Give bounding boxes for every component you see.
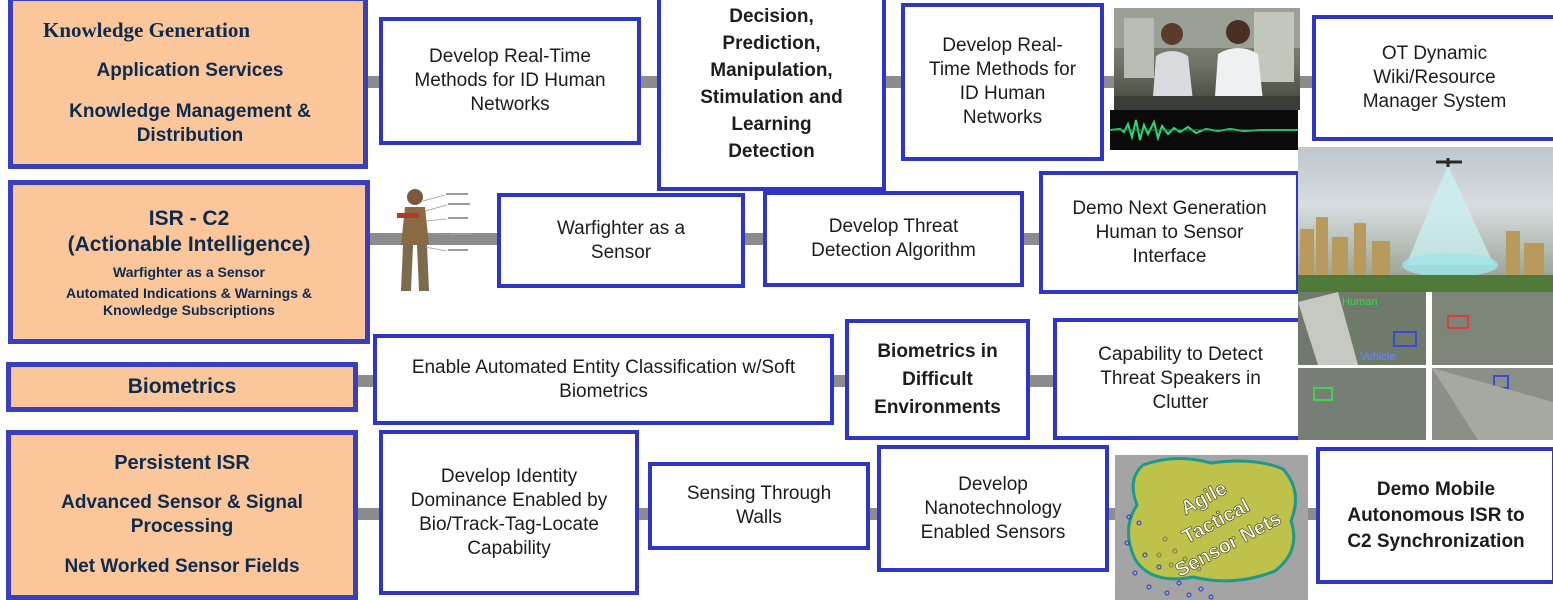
category-line: Application Services — [96, 60, 284, 81]
category-isr-c2: ISR - C2 (Actionable Intelligence) Warfi… — [8, 180, 370, 344]
category-line: Warfighter as a Sensor — [113, 263, 265, 280]
task-box: Warfighter as a Sensor — [497, 193, 745, 288]
category-persistent-isr: Persistent ISR Advanced Sensor & Signal … — [6, 430, 358, 600]
task-box: Demo Next Generation Human to Sensor Int… — [1039, 171, 1300, 294]
city-surveillance-image — [1298, 147, 1553, 292]
audio-waveform — [1110, 110, 1298, 150]
agile-sensor-nets-image: Agile Tactical Sensor Nets — [1115, 455, 1308, 600]
category-subtitle: (Actionable Intelligence) — [67, 232, 311, 256]
category-line: Knowledge Management & Distribution — [69, 100, 311, 146]
human-tag: Human — [1342, 296, 1377, 308]
vehicle-tag: Vehicle — [1360, 351, 1395, 363]
category-title: Persistent ISR — [114, 452, 250, 474]
task-box: Demo Mobile Autonomous ISR to C2 Synchro… — [1316, 447, 1553, 584]
task-box: Develop Real-Time Methods for ID Human N… — [379, 17, 641, 145]
people-photo — [1114, 8, 1300, 110]
task-box: Develop Threat Detection Algorithm — [763, 191, 1024, 287]
task-box: Capability to Detect Threat Speakers in … — [1053, 318, 1308, 440]
category-line: Automated Indications & Warnings & Knowl… — [65, 284, 313, 318]
task-box: Enable Automated Entity Classification w… — [373, 334, 834, 425]
task-box: Biometrics in Difficult Environments — [845, 319, 1030, 440]
task-box: OT Dynamic Wiki/Resource Manager System — [1312, 15, 1553, 141]
category-line: Net Worked Sensor Fields — [64, 556, 300, 577]
category-biometrics: Biometrics — [6, 362, 358, 412]
task-box: Sensing Through Walls — [648, 462, 870, 550]
task-box: Develop Identity Dominance Enabled by Bi… — [379, 430, 639, 595]
soldier-figure — [385, 183, 480, 298]
category-line: Advanced Sensor & Signal Processing — [61, 492, 303, 537]
category-title: Biometrics — [127, 375, 237, 398]
category-title: Knowledge Generation — [43, 17, 251, 42]
category-knowledge-generation: Knowledge Generation Application Service… — [8, 0, 368, 169]
task-box: Develop Real-Time Methods for ID Human N… — [901, 3, 1104, 161]
surveillance-frames: Human Vehicle — [1298, 292, 1553, 440]
task-box: Decision, Prediction, Manipulation, Stim… — [657, 0, 886, 191]
category-title: ISR - C2 — [148, 206, 230, 230]
task-box: Develop Nanotechnology Enabled Sensors — [877, 445, 1109, 572]
